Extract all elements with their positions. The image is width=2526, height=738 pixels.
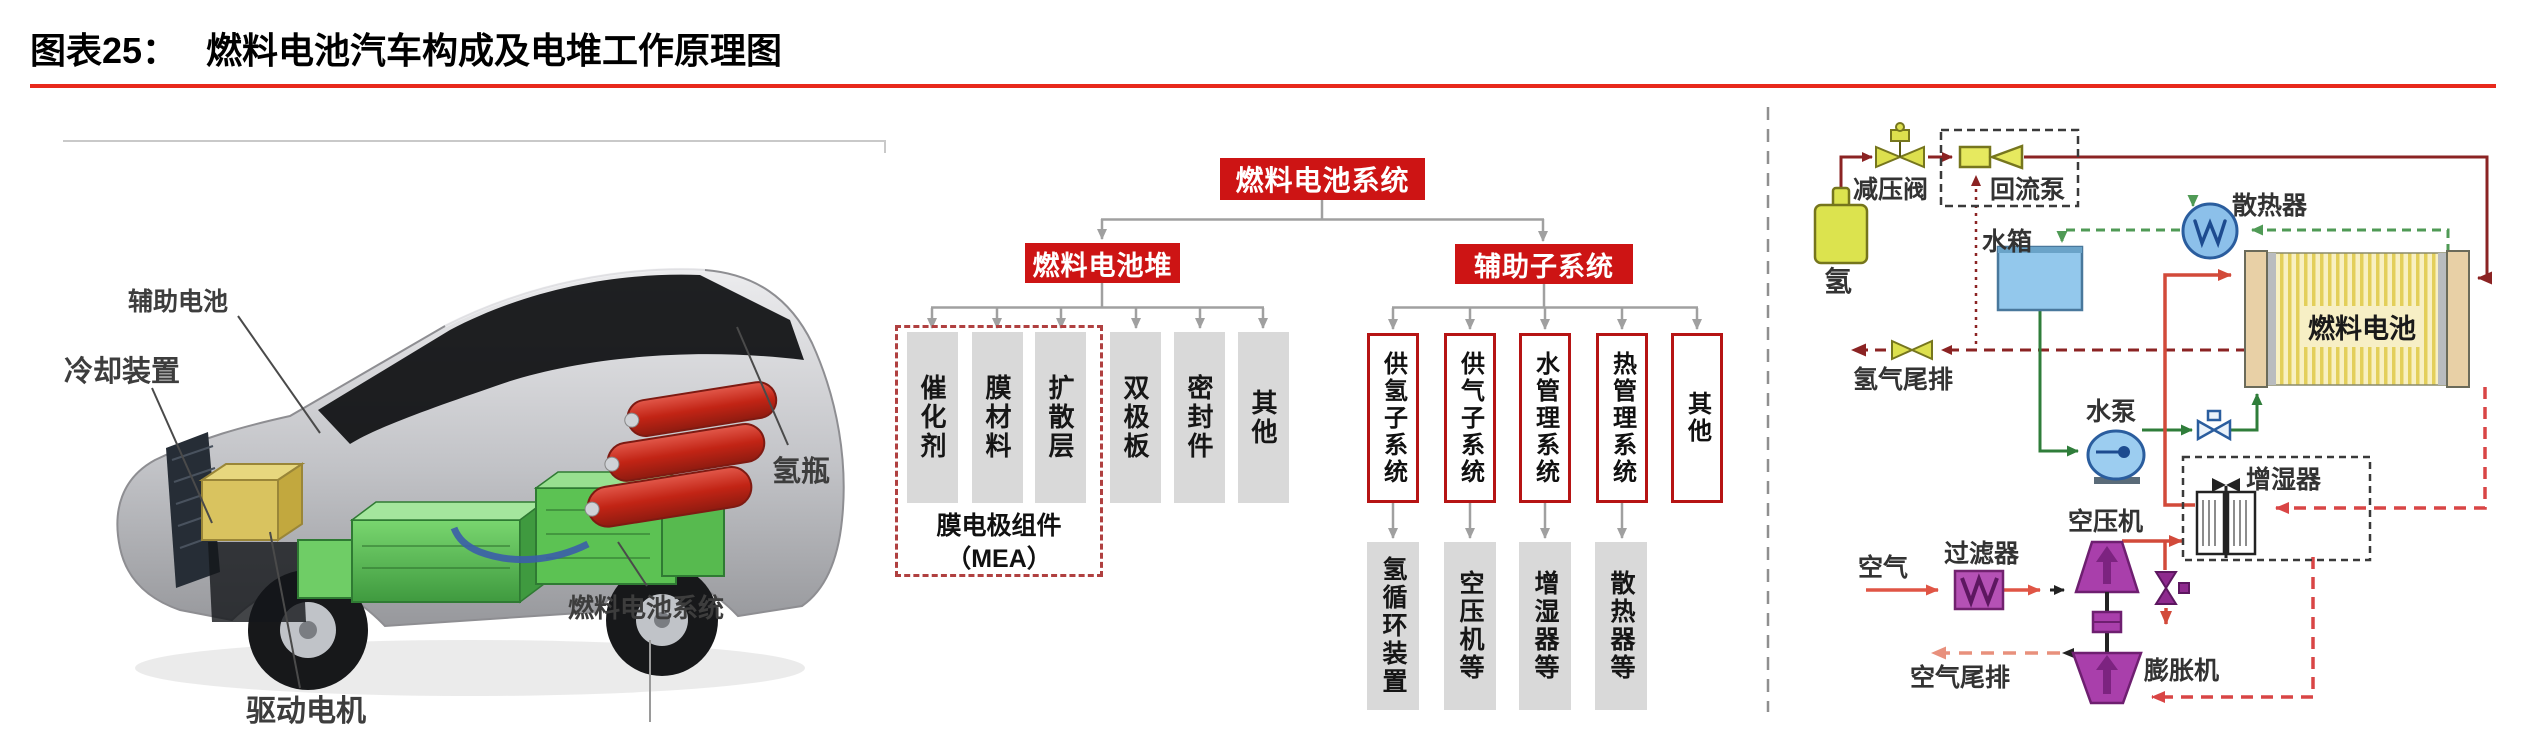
car-label-cooling: 冷却装置 bbox=[64, 356, 181, 388]
humid-return-line bbox=[2151, 387, 2487, 703]
car-label-fc-system: 燃料电池系统 bbox=[568, 593, 725, 623]
aux-battery-part bbox=[198, 462, 306, 542]
schematic-label-return-pump: 回流泵 bbox=[1990, 176, 2066, 204]
tree-node-fuel-cell-stack: 燃料电池堆 bbox=[1025, 243, 1180, 283]
return-pump-group-box bbox=[1939, 128, 2080, 208]
car-illustration bbox=[116, 267, 845, 722]
schematic-label-air-exhaust: 空气尾排 bbox=[1910, 664, 2011, 692]
schematic-label-fuel-cell: 燃料电池 bbox=[2300, 306, 2424, 347]
car-label-aux-battery: 辅助电池 bbox=[128, 288, 229, 316]
rear-wheel bbox=[606, 564, 718, 676]
aux-child-other: 其他 bbox=[1671, 333, 1723, 503]
equipment-air-compressor: 空压机等 bbox=[1444, 542, 1496, 710]
filter-symbol bbox=[1953, 569, 2005, 611]
mea-label: 膜电极组件 （MEA） bbox=[895, 510, 1103, 575]
tree-connectors bbox=[927, 200, 1702, 539]
radiator-symbol bbox=[2181, 202, 2239, 260]
cooling-device-part bbox=[166, 432, 220, 588]
stack-child-catalyst: 催化剂 bbox=[907, 332, 958, 503]
hydrogen-bottles-part bbox=[584, 381, 778, 528]
schematic-label-air-compressor: 空压机 bbox=[2068, 508, 2144, 536]
humidifier-symbol bbox=[2181, 455, 2372, 562]
shaft-coupling bbox=[2091, 592, 2123, 653]
tree-root-fuel-cell-system: 燃料电池系统 bbox=[1220, 158, 1425, 200]
schematic-label-hydrogen: 氢 bbox=[1824, 266, 1853, 297]
stack-child-other: 其他 bbox=[1238, 332, 1289, 503]
schematic-label-expander: 膨胀机 bbox=[2144, 657, 2220, 685]
label-leader-lines bbox=[151, 315, 789, 689]
equipment-humidifier: 增湿器等 bbox=[1519, 542, 1571, 710]
hydrogen-pipe bbox=[450, 526, 590, 563]
figure-title-row: 图表25： 燃料电池汽车构成及电堆工作原理图 bbox=[30, 22, 782, 74]
fuel-cell-system-part bbox=[297, 471, 725, 604]
stack-child-seal: 密封件 bbox=[1174, 332, 1225, 503]
schematic-label-h2-exhaust: 氢气尾排 bbox=[1853, 366, 1954, 394]
schematic-label-radiator: 散热器 bbox=[2232, 192, 2308, 220]
coolant-line bbox=[2056, 224, 2450, 253]
water-valve-symbol bbox=[2196, 409, 2232, 442]
schematic-canvas bbox=[1766, 107, 2492, 712]
equipment-radiator: 散热器等 bbox=[1595, 542, 1647, 710]
car-windows bbox=[318, 274, 804, 444]
pressure-valve-symbol bbox=[1875, 122, 1925, 169]
return-pump-symbol bbox=[1958, 144, 2024, 170]
compressed-air-line bbox=[2122, 269, 2232, 625]
schematic-label-water-pump: 水泵 bbox=[2086, 398, 2137, 426]
stack-child-bipolar-plate: 双极板 bbox=[1110, 332, 1161, 503]
page-title: 燃料电池汽车构成及电堆工作原理图 bbox=[206, 30, 783, 71]
car-label-drive-motor: 驱动电机 bbox=[246, 695, 366, 728]
schematic-label-pressure-valve: 减压阀 bbox=[1853, 176, 1929, 204]
schematic-label-water-tank: 水箱 bbox=[1982, 228, 2033, 256]
mea-label-line2: （MEA） bbox=[946, 544, 1052, 573]
water-line bbox=[2038, 310, 2263, 457]
purge-valve-symbol bbox=[2154, 571, 2190, 605]
title-rule bbox=[30, 84, 2496, 88]
figure-number: 图表25： bbox=[30, 30, 179, 71]
equipment-h2-circulation: 氢循环装置 bbox=[1367, 542, 1419, 710]
hydrogen-tank bbox=[1813, 186, 1869, 265]
tree-node-aux-subsystem: 辅助子系统 bbox=[1455, 244, 1633, 284]
schematic-label-filter: 过滤器 bbox=[1944, 540, 2020, 568]
aux-child-thermal-management: 热管理系统 bbox=[1596, 333, 1648, 503]
stack-child-diffusion-layer: 扩散层 bbox=[1035, 332, 1086, 503]
expander-outlet-arrow bbox=[2062, 648, 2074, 658]
air-compressor-symbol bbox=[2074, 540, 2140, 594]
expander-symbol bbox=[2071, 651, 2143, 705]
aux-child-hydrogen-supply: 供氢子系统 bbox=[1367, 333, 1419, 503]
car-label-h2-bottle: 氢瓶 bbox=[772, 456, 831, 488]
schematic-label-humidifier: 增湿器 bbox=[2246, 466, 2322, 494]
water-pump-symbol bbox=[2086, 429, 2146, 484]
aux-child-water-management: 水管理系统 bbox=[1519, 333, 1571, 503]
aux-child-air-supply: 供气子系统 bbox=[1444, 333, 1496, 503]
roof-highlight bbox=[444, 267, 706, 328]
schematic-label-air: 空气 bbox=[1858, 554, 1909, 582]
photo-frame-corner bbox=[63, 140, 886, 153]
mea-label-line1: 膜电极组件 bbox=[936, 512, 1062, 540]
h2-exhaust-valve-symbol bbox=[1891, 339, 1933, 361]
mea-group-box bbox=[895, 325, 1103, 577]
drive-motor-part bbox=[208, 542, 306, 622]
water-tank-symbol bbox=[1996, 245, 2084, 312]
stack-child-membrane-material: 膜材料 bbox=[972, 332, 1023, 503]
